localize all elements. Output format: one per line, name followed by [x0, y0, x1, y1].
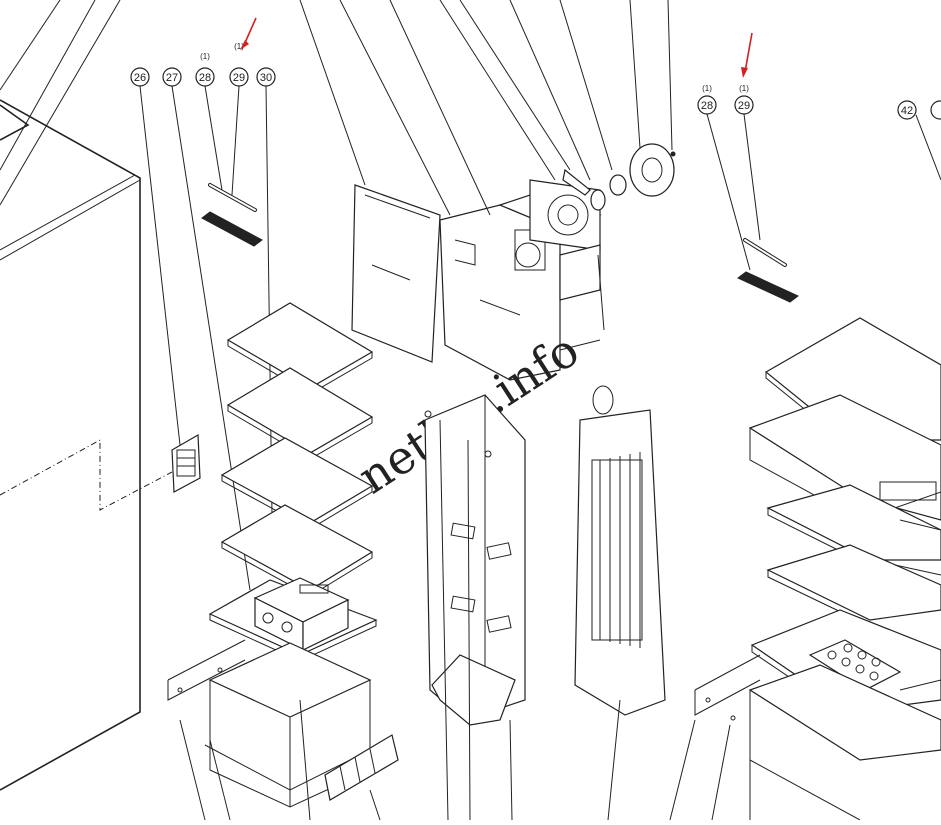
- callout-29-left: (1) 29: [229, 42, 249, 196]
- red-arrow-left: [240, 17, 257, 50]
- cabinet-body: [0, 99, 173, 791]
- callout-26: 26: [130, 67, 181, 446]
- callout-29-right-label: 29: [738, 100, 750, 112]
- callout-27-label: 27: [166, 72, 178, 84]
- duct-bracket: [559, 244, 605, 351]
- leader-lines-bottom-center: [439, 419, 513, 821]
- qty-28-left: (1): [200, 52, 210, 61]
- part-28-29-right: [737, 238, 799, 303]
- callout-28-left-label: 28: [199, 72, 211, 84]
- egg-rack-left: [324, 734, 399, 801]
- qty-29-left: (1): [234, 42, 244, 51]
- utility-box: [253, 577, 350, 651]
- qty-29-right: (1): [739, 84, 749, 93]
- callout-29-left-label: 29: [233, 72, 245, 84]
- rear-cover-panel: [299, 0, 441, 363]
- callout-28-left: (1) 28: [195, 52, 223, 191]
- crisper-drawer-right: [669, 654, 941, 821]
- fan-blade: [629, 0, 676, 197]
- callout-42-label: 42: [901, 105, 913, 117]
- callout-30-label: 30: [260, 72, 272, 84]
- leader-lines-top-left: [0, 0, 121, 206]
- callout-27: 27: [162, 67, 251, 591]
- vent-grille: [171, 433, 201, 493]
- part-28-29-left: [201, 183, 263, 247]
- leader-lines-bottom-left: [179, 699, 381, 821]
- qty-28-right: (1): [702, 84, 712, 93]
- callout-30: 30: [256, 67, 276, 516]
- divider-handle: [431, 654, 516, 726]
- callout-26-label: 26: [134, 72, 146, 84]
- callout-28-right-label: 28: [701, 100, 713, 112]
- fan-motor-parts: [509, 0, 627, 211]
- callout-42: 42: [897, 100, 941, 181]
- red-arrow-right: [741, 32, 753, 78]
- leader-lines-right: [894, 519, 941, 691]
- callout-28-right: (1) 28: [697, 84, 751, 271]
- evaporator-assembly: [574, 385, 666, 821]
- center-divider-panel: [424, 394, 526, 721]
- callout-29-right: (1) 29: [734, 84, 761, 241]
